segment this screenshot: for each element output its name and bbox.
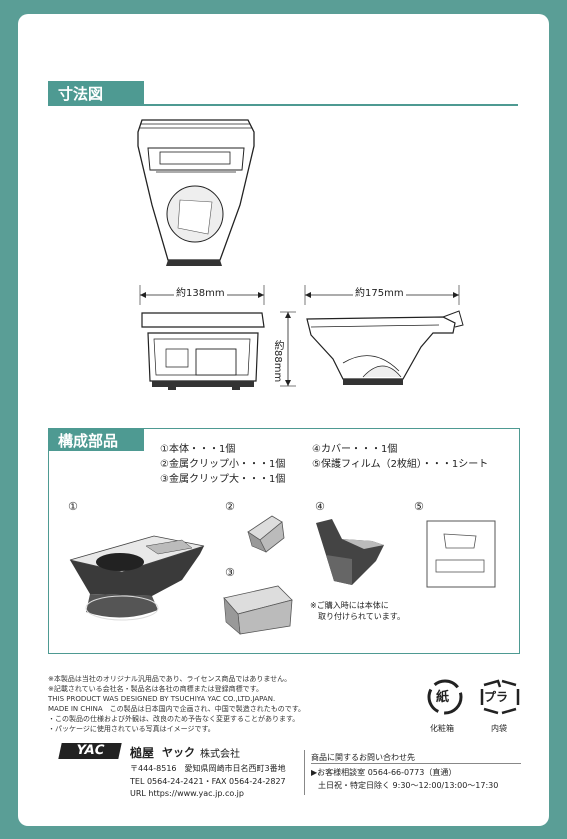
disclaimer-line: THIS PRODUCT WAS DESIGNED BY TSUCHIYA YA… (48, 695, 276, 703)
components-frame (48, 428, 520, 654)
part-marker-3: ③ (225, 566, 235, 579)
component-item-2: ②金属クリップ小・・・1個 (160, 459, 286, 470)
part-body-illustration (69, 535, 205, 621)
plastic-recycle-label: 内袋 (491, 724, 507, 733)
company-url: URL https://www.yac.jp.co.jp (130, 789, 244, 798)
note-line-1: ※ご購入時には本体に (310, 601, 389, 610)
part-cover-illustration (316, 519, 384, 585)
plastic-recycle-icon (480, 679, 520, 715)
component-item-3: ③金属クリップ大・・・1個 (160, 474, 286, 485)
part-marker-2: ② (225, 500, 235, 513)
part-marker-4: ④ (315, 500, 325, 513)
disclaimer-line: ・パッケージに使用されている写真はイメージです。 (48, 725, 215, 733)
company-logo: YAC (58, 743, 122, 759)
part-film-illustration (426, 520, 496, 588)
paper-recycle-label: 化粧箱 (430, 724, 454, 733)
bottom-view-drawing (141, 312, 265, 390)
inquiry-line-2: 土日祝・特定日除く 9:30〜12:00/13:00〜17:30 (318, 781, 499, 790)
front-view-drawing (137, 119, 255, 266)
dimensions-title: 寸法図 (58, 85, 104, 103)
company-address: 〒444-8516 愛知県岡崎市日名西町3番地 (130, 764, 286, 773)
paper-recycle-glyph: 紙 (436, 690, 450, 705)
component-item-4: ④カバー・・・1個 (312, 444, 398, 455)
part-marker-5: ⑤ (414, 500, 424, 513)
inquiry-title: 商品に関するお問い合わせ先 (311, 752, 521, 764)
company-name-stylized: 槌屋 (130, 746, 155, 760)
note-line-2: 取り付けられています。 (318, 612, 405, 621)
disclaimer-line: ※本製品は当社のオリジナル汎用品であり、ライセンス商品ではありません。 (48, 675, 292, 683)
disclaimer-line: ※記載されている会社名・製品名は各社の商標または登録商標です。 (48, 685, 263, 693)
plastic-recycle-glyph: プラ (484, 690, 509, 704)
section-line-dimensions (48, 104, 518, 106)
part-small-clip-illustration (247, 515, 285, 553)
height-label: 約88mm (270, 340, 285, 383)
part-marker-1: ① (68, 500, 78, 513)
height-dimension-line (280, 311, 296, 387)
components-title: 構成部品 (58, 432, 119, 450)
inquiry-line-1: ▶お客様相談室 0564-66-0773（直通） (311, 768, 457, 777)
product-sheet (18, 14, 549, 826)
disclaimer-line: ・この製品の仕様および外観は、改良のため予告なく変更することがあります。 (48, 715, 300, 723)
component-item-5: ⑤保護フィルム（2枚組）・・・1シート (312, 459, 489, 470)
company-tel-fax: TEL 0564-24-2421・FAX 0564-24-2827 (130, 777, 286, 786)
company-name-kana: ヤック (162, 746, 195, 759)
paper-recycle-icon (427, 679, 463, 715)
width-label: 約138mm (174, 284, 227, 299)
footer-divider (304, 750, 305, 795)
part-large-clip-illustration (223, 585, 293, 635)
disclaimer-line: MADE IN CHINA この製品は日本国内で企画され、中国で製造されたもので… (48, 705, 306, 713)
disclaimer-block: ※本製品は当社のオリジナル汎用品であり、ライセンス商品ではありません。 ※記載さ… (48, 674, 348, 734)
component-item-1: ①本体・・・1個 (160, 444, 236, 455)
side-view-drawing (306, 310, 464, 385)
section-header-components: 構成部品 (48, 428, 144, 451)
company-logo-text: YAC (74, 743, 106, 758)
company-name-suffix: 株式会社 (200, 749, 240, 760)
length-label: 約175mm (353, 284, 406, 299)
section-header-dimensions: 寸法図 (48, 81, 144, 104)
